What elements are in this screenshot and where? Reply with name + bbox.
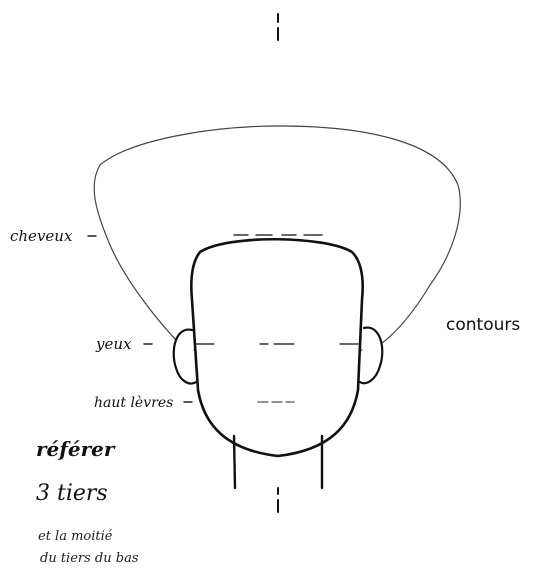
face-outline [191, 239, 362, 456]
label-moitie-line2: du tiers du bas [40, 551, 139, 566]
label-haut-levres: haut lèvres [94, 395, 173, 411]
label-referer: référer [36, 437, 116, 461]
left-ear [174, 330, 196, 384]
label-moitie-line1: et la moitié [38, 529, 113, 544]
label-trois-tiers: 3 tiers [36, 481, 108, 506]
label-yeux: yeux [95, 335, 132, 353]
label-cheveux: cheveux [10, 227, 73, 245]
label-leaders [88, 236, 192, 402]
right-ear [360, 328, 382, 384]
label-contours: contours [446, 315, 520, 335]
